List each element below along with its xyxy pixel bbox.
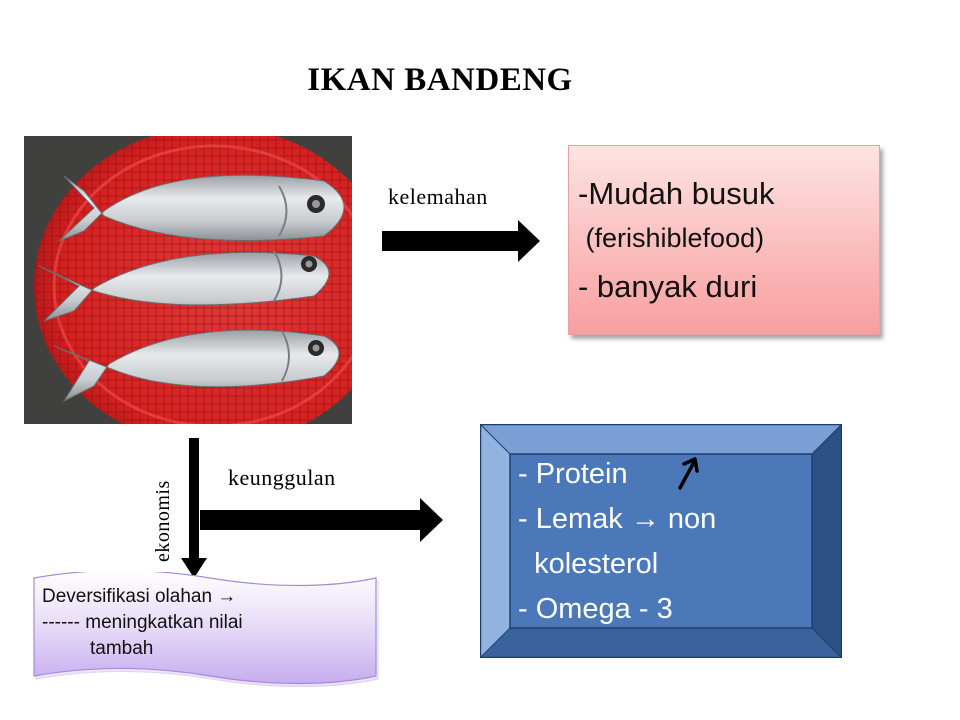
strength-line: - Protein xyxy=(518,458,628,490)
weakness-line: (ferishiblefood) xyxy=(578,223,765,253)
svg-text:ekonomis: ekonomis xyxy=(152,480,174,562)
strength-line: - Lemak → non xyxy=(518,503,717,535)
weakness-line: - banyak duri xyxy=(578,269,758,304)
page-title: IKAN BANDENG xyxy=(307,62,573,98)
weakness-box: -Mudah busuk (ferishiblefood) - banyak d… xyxy=(568,145,880,335)
weakness-arrow-label: kelemahan xyxy=(388,184,488,209)
diversification-box xyxy=(33,572,379,688)
economic-arrow xyxy=(181,438,207,578)
weakness-line: -Mudah busuk xyxy=(578,176,775,211)
milkfish-photo xyxy=(24,136,352,424)
up-arrow-icon xyxy=(678,457,699,490)
diversification-line: ------ meningkatkan nilai xyxy=(42,612,243,633)
strength-arrow xyxy=(200,498,443,542)
diversification-line: Deversifikasi olahan → xyxy=(42,586,237,607)
strength-box xyxy=(480,424,842,658)
strength-line: kolesterol xyxy=(518,548,659,580)
strength-arrow-label: keunggulan xyxy=(228,465,336,490)
diversification-line: tambah xyxy=(90,638,154,659)
economic-arrow-label: ekonomis xyxy=(152,480,174,562)
diversification-text: Deversifikasi olahan → ------ meningkatk… xyxy=(42,584,372,662)
weakness-arrow xyxy=(382,220,540,262)
strength-line: - Omega - 3 xyxy=(518,593,673,625)
